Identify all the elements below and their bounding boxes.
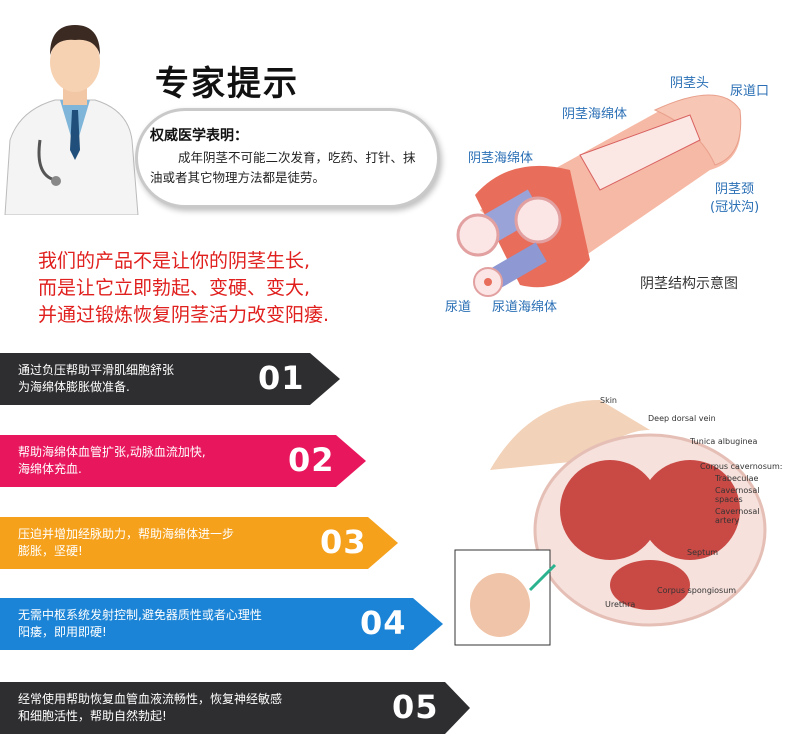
label-cavernosal-spaces: Cavernosal spaces [715,486,760,504]
label-glans: 阴茎头 [670,76,710,91]
label-neck: 阴茎颈 [715,182,755,197]
label-cavernosum-top: 阴茎海绵体 [562,107,628,122]
step-number: 04 [360,604,407,642]
label-septum: Septum [687,548,719,557]
label-neck-2: (冠状沟) [710,200,760,215]
label-cavernosal-artery: Cavernosal artery [715,507,760,525]
structure-illustration [456,94,742,297]
doctor-illustration [4,25,139,215]
step-text: 海绵体充血. [18,462,82,476]
step-text: 压迫并增加经脉助力，帮助海绵体进一步 [18,527,235,541]
claim-line: 我们的产品不是让你的阴茎生长, [38,250,311,272]
step-text: 无需中枢系统发射控制,避免器质性或者心理性 [18,608,262,622]
label-corpus-cavernosum: Corpus cavernosum: [700,462,783,471]
step-text: 经常使用帮助恢复血管血液流畅性，恢复神经敏感 [18,692,283,706]
bubble-body: 成年阴茎不可能二次发育，吃药、打针、抹油或者其它物理方法都是徒劳。 [150,150,416,185]
step-text: 帮助海绵体血管扩张,动脉血流加快, [18,445,206,459]
bubble-heading: 权威医学表明： [150,128,248,144]
label-dorsal-vein: Deep dorsal vein [648,414,716,423]
step-04: 无需中枢系统发射控制,避免器质性或者心理性阳痿，即用即硬! 04 [0,598,443,650]
structure-diagram: 阴茎头 尿道口 阴茎海绵体 阴茎海绵体 阴茎颈 (冠状沟) 尿道 尿道海绵体 阴… [440,60,790,320]
tip-bubble [135,108,440,208]
step-text: 阳痿，即用即硬! [18,625,107,639]
step-05: 经常使用帮助恢复血管血液流畅性，恢复神经敏感和细胞活性，帮助自然勃起! 05 [0,682,470,734]
step-text: 膨胀，坚硬! [18,544,83,558]
cross-section-diagram: Skin Deep dorsal vein Tunica albuginea C… [450,390,790,650]
label-corpus-spongiosum: Corpus spongiosum [657,586,737,595]
step-number: 01 [258,359,305,397]
step-number: 03 [320,523,367,561]
step-text: 和细胞活性，帮助自然勃起! [18,709,167,723]
claim-line: 并通过锻炼恢复阴茎活力改变阳痿. [38,304,330,326]
claim-line: 而是让它立即勃起、变硬、变大, [38,277,311,299]
label-urethra-en: Urethra [605,600,636,609]
step-02: 帮助海绵体血管扩张,动脉血流加快, 海绵体充血. 02 [0,435,366,487]
step-03: 压迫并增加经脉助力，帮助海绵体进一步膨胀，坚硬! 03 [0,517,398,569]
label-meatus: 尿道口 [730,84,770,99]
label-cavernosum-left: 阴茎海绵体 [468,151,534,166]
label-tunica: Tunica albuginea [690,437,758,446]
diagram-caption: 阴茎结构示意图 [640,276,738,292]
step-text: 为海绵体膨胀做准备. [18,380,130,394]
cross-section-illustration [454,400,767,646]
label-spongiosum: 尿道海绵体 [492,300,558,315]
step-number: 02 [288,441,335,479]
page-title: 专家提示 [155,64,299,104]
product-claim: 我们的产品不是让你的阴茎生长, 而是让它立即勃起、变硬、变大, 并通过锻炼恢复阴… [38,248,329,329]
label-trabeculae: Trabeculae [715,474,759,483]
step-01: 通过负压帮助平滑肌细胞舒张为海绵体膨胀做准备. 01 [0,353,340,405]
step-text: 通过负压帮助平滑肌细胞舒张 [18,363,175,377]
step-number: 05 [392,688,439,726]
label-skin: Skin [600,396,618,405]
label-urethra: 尿道 [445,300,472,315]
